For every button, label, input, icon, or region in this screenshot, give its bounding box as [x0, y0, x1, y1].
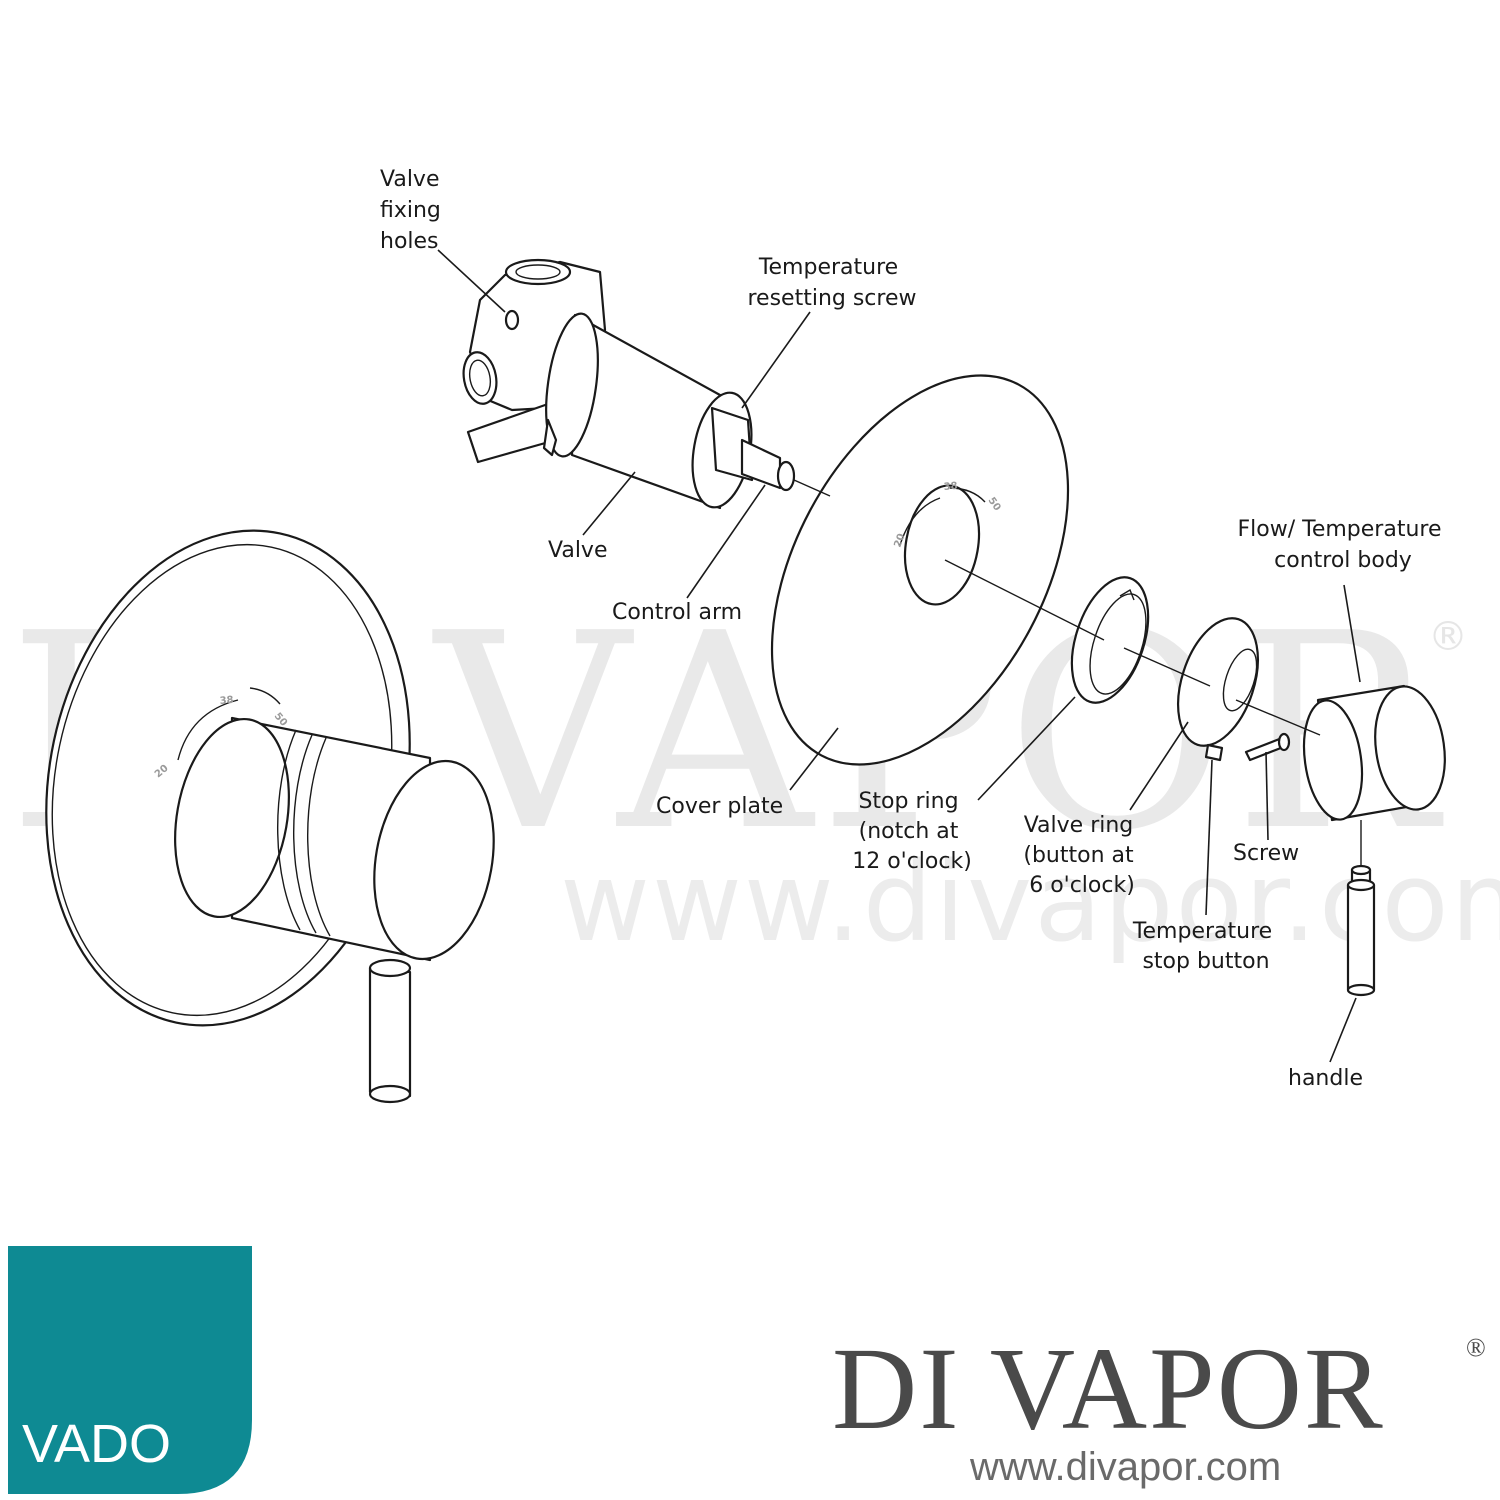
label-control-arm: Control arm	[612, 600, 742, 625]
label-cover-plate: Cover plate	[656, 794, 783, 819]
stop-ring-drawing	[1070, 576, 1150, 704]
vado-logo: VADO	[8, 1246, 252, 1494]
label-valve-ring: Valve ring (button at 6 o'clock)	[1023, 813, 1140, 898]
watermark-registered: ®	[1428, 614, 1468, 660]
assembly-axis	[793, 479, 1362, 866]
label-temperature-resetting-screw: Temperature resetting screw	[747, 255, 916, 311]
vado-logo-text: VADO	[22, 1414, 171, 1474]
label-handle: handle	[1288, 1066, 1363, 1091]
label-valve-fixing-holes: Valve fixing holes	[380, 167, 448, 254]
dial-38-cover: 38	[943, 481, 958, 493]
dial-20-cover: 20	[892, 532, 907, 549]
divapor-logo-text: DI VAPOR	[832, 1323, 1385, 1454]
leader-lines	[437, 249, 1361, 1063]
label-valve: Valve	[548, 538, 608, 563]
divapor-logo-registered: ®	[1466, 1333, 1486, 1362]
label-stop-ring: Stop ring (notch at 12 o'clock)	[852, 789, 972, 874]
assembled-mixer-drawing	[45, 529, 495, 1104]
label-temperature-stop-button: Temperature stop button	[1132, 919, 1279, 974]
valve-drawing	[462, 258, 796, 510]
dial-38-assembled: 38	[219, 695, 234, 707]
vado-logo-background	[8, 1246, 252, 1494]
divapor-logo: DI VAPOR ® www.divapor.com	[832, 1323, 1486, 1489]
handle-drawing	[1346, 864, 1376, 997]
valve-ring-drawing	[1177, 617, 1259, 762]
screw-drawing	[1244, 732, 1291, 762]
cover-plate-drawing	[770, 374, 1070, 766]
control-body-drawing	[1302, 684, 1446, 822]
label-flow-temperature-control-body: Flow/ Temperature control body	[1238, 517, 1449, 573]
divapor-logo-url: www.divapor.com	[969, 1445, 1281, 1489]
watermark-url: www.divapor.com	[560, 838, 1500, 966]
label-screw: Screw	[1233, 841, 1299, 866]
